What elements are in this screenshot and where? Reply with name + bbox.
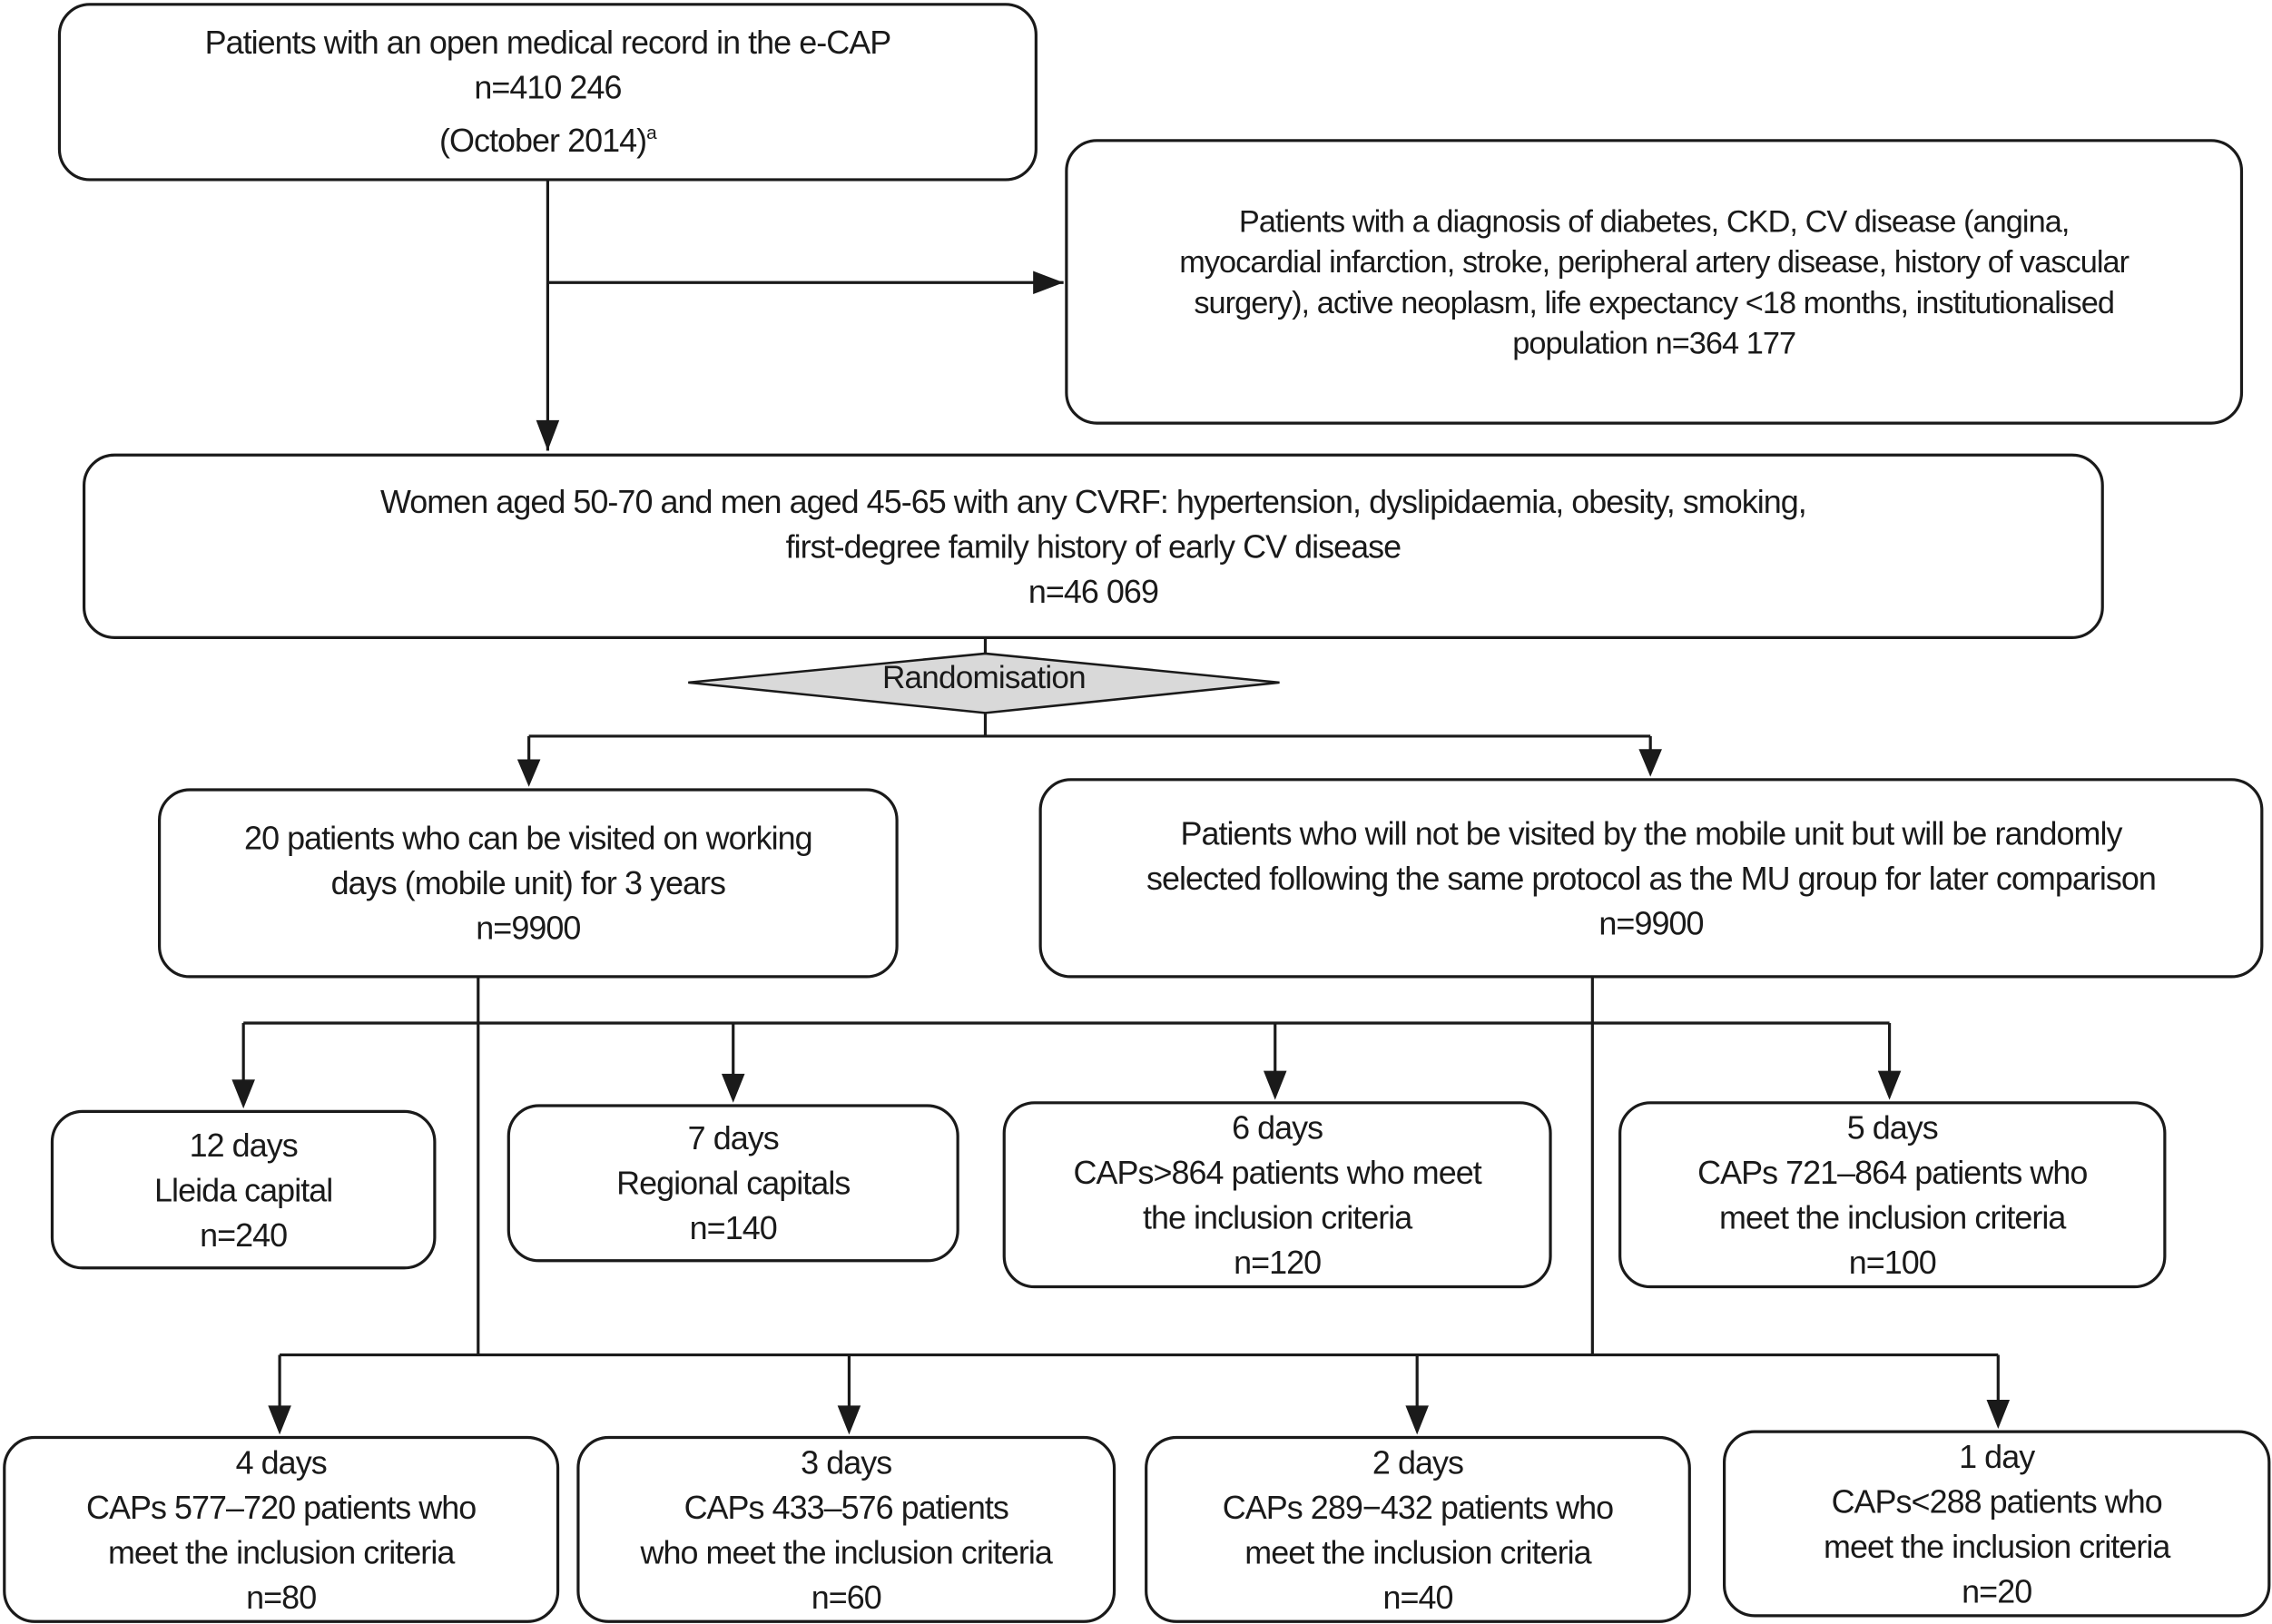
box-line: selected following the same protocol as … — [1146, 860, 2157, 897]
box-line: CAPs>864 patients who meet — [1073, 1154, 1481, 1191]
box-line: n=60 — [811, 1579, 882, 1616]
box-line: CAPs<288 patients who — [1831, 1482, 2163, 1520]
box-line: 1 day — [1959, 1438, 2035, 1475]
eligible-box: Women aged 50-70 and men aged 45-65 with… — [82, 453, 2104, 639]
group-5-days-box: 5 days CAPs 721–864 patients who meet th… — [1618, 1101, 2167, 1289]
group-12-days-box: 12 days Lleida capital n=240 — [50, 1109, 437, 1270]
box-line: myocardial infarction, stroke, periphera… — [1179, 243, 2129, 280]
box-line: n=46 069 — [1028, 573, 1159, 610]
mobile-unit-arm-box: 20 patients who can be visited on workin… — [157, 788, 899, 979]
group-2-days-box: 2 days CAPs 289−432 patients who meet th… — [1145, 1435, 1691, 1623]
box-line: n=410 246 — [474, 70, 622, 106]
box-line: 3 days — [801, 1443, 892, 1481]
box-line: (October 2014) — [439, 123, 647, 160]
group-7-days-box: 7 days Regional capitals n=140 — [507, 1104, 959, 1263]
box-line: meet the inclusion criteria — [1244, 1533, 1591, 1570]
box-line: population n=364 177 — [1512, 325, 1796, 360]
box-line: Patients with an open medical record in … — [204, 25, 892, 62]
box-line: CAPs 433–576 patients — [684, 1489, 1009, 1526]
box-line: n=9900 — [476, 910, 581, 947]
box-line: n=9900 — [1598, 904, 1704, 941]
box-line: CAPs 577–720 patients who — [86, 1489, 477, 1526]
randomisation-diamond — [688, 652, 1280, 714]
randomisation-label: Randomisation — [881, 659, 1087, 696]
box-line: n=140 — [689, 1209, 778, 1246]
group-3-days-box: 3 days CAPs 433–576 patients who meet th… — [576, 1435, 1116, 1623]
footnote-marker: a — [646, 122, 657, 144]
group-6-days-box: 6 days CAPs>864 patients who meet the in… — [1002, 1101, 1552, 1289]
box-line: the inclusion criteria — [1142, 1198, 1412, 1235]
box-line-wrap: (October 2014)a — [439, 111, 657, 163]
box-line: first-degree family history of early CV … — [785, 527, 1402, 565]
box-line: 7 days — [687, 1119, 780, 1156]
box-line: CAPs 289−432 patients who — [1222, 1489, 1614, 1526]
box-line: CAPs 721–864 patients who — [1697, 1154, 2088, 1191]
group-4-days-box: 4 days CAPs 577–720 patients who meet th… — [3, 1435, 560, 1623]
box-line: Patients who will not be visited by the … — [1180, 814, 2122, 851]
box-line: 4 days — [235, 1443, 328, 1481]
arrowhead — [536, 419, 560, 451]
box-line: 20 patients who can be visited on workin… — [244, 820, 813, 857]
box-line: Lleida capital — [154, 1171, 333, 1208]
box-line: n=80 — [246, 1579, 317, 1616]
box-line: Women aged 50-70 and men aged 45-65 with… — [379, 483, 1807, 520]
box-line: meet the inclusion criteria — [1719, 1198, 2066, 1235]
box-line: n=20 — [1962, 1572, 2032, 1609]
box-line: 6 days — [1232, 1108, 1323, 1146]
box-line: n=40 — [1382, 1579, 1453, 1616]
box-line: n=120 — [1234, 1244, 1322, 1281]
box-line: Regional capitals — [616, 1165, 851, 1202]
box-line: 12 days — [189, 1127, 299, 1164]
excluded-box: Patients with a diagnosis of diabetes, C… — [1065, 139, 2244, 425]
box-line: n=240 — [200, 1216, 288, 1254]
source-population-box: Patients with an open medical record in … — [57, 3, 1038, 182]
control-arm-box: Patients who will not be visited by the … — [1038, 778, 2264, 979]
box-line: 5 days — [1846, 1108, 1939, 1146]
box-line: meet the inclusion criteria — [1823, 1528, 2170, 1565]
box-line: meet the inclusion criteria — [107, 1533, 455, 1570]
box-line: Patients with a diagnosis of diabetes, C… — [1238, 203, 2070, 239]
box-line: surgery), active neoplasm, life expectan… — [1194, 284, 2115, 320]
group-1-day-box: 1 day CAPs<288 patients who meet the inc… — [1723, 1430, 2271, 1618]
box-line: days (mobile unit) for 3 years — [330, 864, 726, 901]
box-line: 2 days — [1372, 1443, 1464, 1481]
box-line: who meet the inclusion criteria — [640, 1533, 1053, 1570]
box-line: n=100 — [1848, 1244, 1937, 1281]
